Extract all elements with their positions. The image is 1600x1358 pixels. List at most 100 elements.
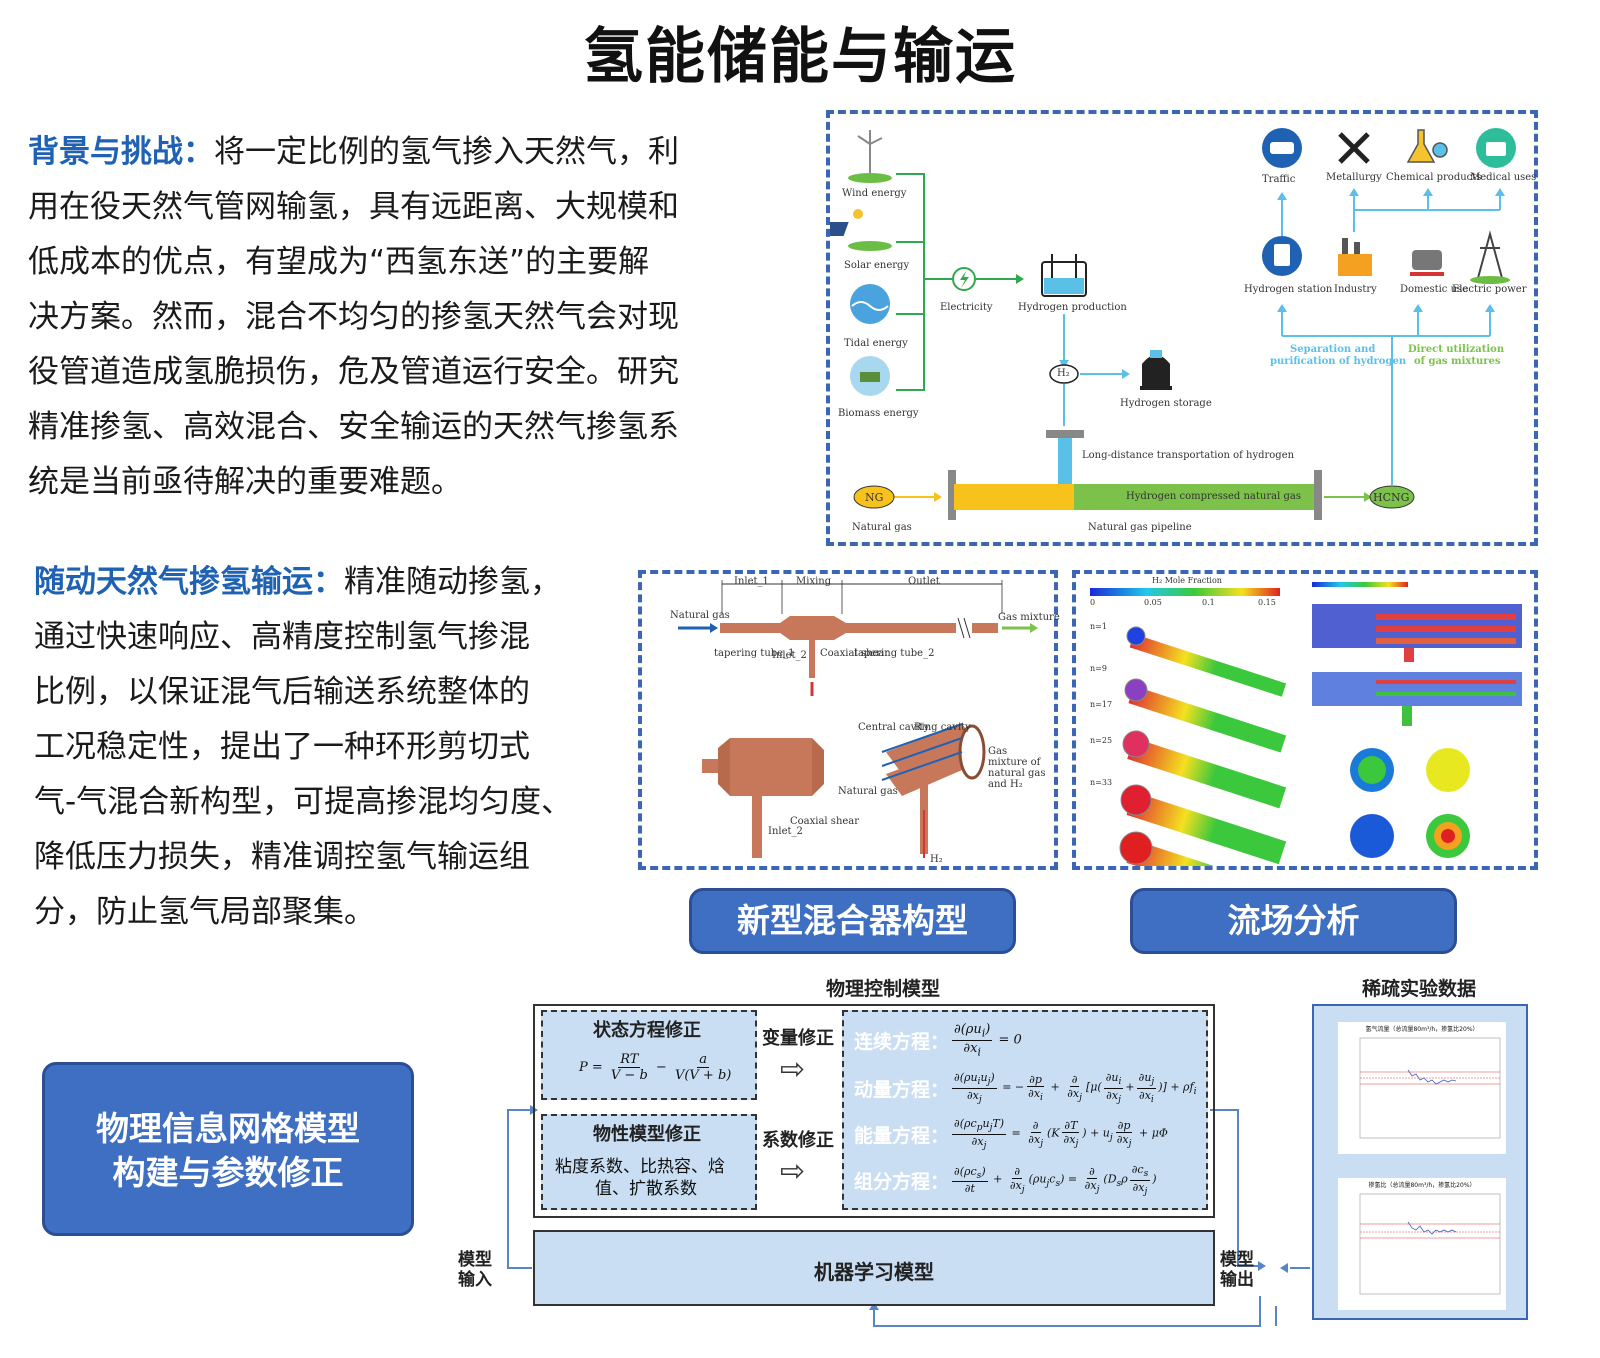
hydrogen-chain-diagram: Wind energy Solar energy Tidal energy Bi…	[826, 110, 1538, 546]
row-label: n=33	[1090, 778, 1113, 787]
energy-equation: 能量方程： ∂(ρcpujT)∂xj = ∂∂xj(K∂T∂xj) + uj∂p…	[854, 1117, 1168, 1151]
row-label: n=9	[1090, 664, 1107, 673]
separation-label: Separation and	[1290, 344, 1376, 355]
row-label: n=17	[1090, 700, 1113, 709]
central-cavity-label: Central cavity	[858, 722, 930, 733]
metallurgy-icon	[1338, 132, 1370, 164]
section-label: Inlet_1	[734, 576, 769, 587]
colorbar-title: H₂ Mole Fraction	[1152, 576, 1222, 585]
row-label: n=25	[1090, 736, 1113, 745]
flow-analysis-button[interactable]: 流场分析	[1130, 888, 1457, 954]
source-label: Solar energy	[844, 260, 910, 271]
model-flow-lines	[507, 1105, 1310, 1327]
ng-label: Natural gas	[852, 522, 912, 533]
ml-model-box[interactable]: 机器学习模型	[533, 1230, 1215, 1306]
momentum-equation: 动量方程： ∂(ρuiuj)∂xj = −∂p∂xi + ∂∂xj[μ(∂ui∂…	[854, 1071, 1197, 1105]
h2-storage-label: Hydrogen storage	[1120, 398, 1212, 409]
experimental-data-panel: 氢气流量（总流量80m³/h，掺氢比20%） 掺氢比（总流量80m³/h，掺氢比…	[1312, 1004, 1528, 1320]
gas-mixture-full-label: Gas mixture of natural gas and H₂	[988, 746, 1046, 790]
source-label: Biomass energy	[838, 408, 919, 419]
use-label: Domestic use	[1400, 284, 1469, 295]
transport-label: Long-distance transportation of hydrogen	[1082, 450, 1295, 461]
direct-label-2: of gas mixtures	[1414, 356, 1501, 367]
wind-icon	[848, 130, 892, 183]
model-build-button[interactable]: 物理信息网格模型 构建与参数修正	[42, 1062, 414, 1236]
use-label: Metallurgy	[1326, 172, 1382, 183]
transport-heading: 随动天然气掺氢输运：	[34, 564, 344, 600]
background-heading: 背景与挑战：	[28, 134, 214, 170]
pipe-row	[1119, 831, 1287, 866]
industry-icon	[1338, 238, 1372, 276]
ng-node	[853, 485, 895, 509]
physics-model-title: 物理控制模型	[826, 978, 941, 1000]
species-equation: 组分方程： ∂(ρcs)∂t + ∂∂xj(ρujcs) = ∂∂xj(Dsρ∂…	[854, 1163, 1157, 1197]
h2-label: H₂	[930, 854, 943, 865]
flow-field-diagram: H₂ Mole Fraction 0 0.05 0.1 0.15 n=1 n=9…	[1072, 570, 1538, 870]
arrow-right-icon: ⇨	[780, 1052, 806, 1087]
property-model-text: 粘度系数、比热容、焓 值、扩散系数	[555, 1157, 725, 1199]
use-label: Industry	[1334, 284, 1377, 295]
background-paragraph: 背景与挑战：将一定比例的氢气掺入天然气，利 用在役天然气管网输氢，具有远距离、大…	[28, 134, 679, 500]
electricity-label: Electricity	[940, 302, 993, 313]
arrow-right-icon: ⇨	[780, 1154, 806, 1189]
tapering2-label: tapering tube_2	[854, 648, 935, 659]
flow-field-graphics	[1090, 582, 1522, 866]
natural-gas-label: Natural gas	[670, 610, 730, 621]
section-label: Mixing	[796, 576, 832, 587]
page-title: 氢能储能与输运	[583, 22, 1017, 92]
use-label: Chemical products	[1386, 172, 1482, 183]
h2-production-label: Hydrogen production	[1018, 302, 1127, 313]
use-label: Hydrogen station	[1244, 284, 1333, 295]
continuity-equation: 连续方程： ∂(ρui)∂xi = 0	[854, 1021, 1022, 1059]
separation-label-2: purification of hydrogen	[1270, 356, 1407, 367]
pipe-row	[1126, 626, 1287, 697]
property-model-title: 物性模型修正	[593, 1124, 701, 1145]
pipe-row	[1124, 678, 1287, 753]
hydrogen-chain-graphics	[830, 128, 1516, 520]
ng-node-label: NG	[865, 491, 884, 504]
ml-model-label: 机器学习模型	[814, 1260, 934, 1284]
physics-model-box	[533, 1004, 1215, 1218]
domestic-icon	[1410, 250, 1444, 276]
coefficient-fix-label: 系数修正	[762, 1130, 834, 1151]
governing-equations-box: 连续方程： ∂(ρui)∂xi = 0 动量方程： ∂(ρuiuj)∂xj = …	[842, 1010, 1208, 1210]
inlet2-label-2: Inlet_2	[768, 826, 803, 837]
h2-node-label: H₂	[1057, 368, 1070, 379]
pipe-row	[1120, 784, 1287, 865]
coaxial-label-2: Coaxial shear	[790, 816, 860, 827]
state-equation-title: 状态方程修正	[593, 1020, 701, 1041]
variable-fix-label: 变量修正	[762, 1028, 834, 1049]
exp-chart-1: 氢气流量（总流量80m³/h，掺氢比20%）	[1338, 1022, 1506, 1154]
hydrogen-storage-icon	[1140, 350, 1172, 390]
biomass-icon	[850, 356, 890, 396]
section-label: Outlet	[908, 576, 940, 587]
electrolyzer-icon	[1041, 254, 1087, 297]
sparse-data-title: 稀疏实验数据	[1362, 978, 1477, 1000]
source-label: Wind energy	[842, 188, 907, 199]
pipeline-label: Natural gas pipeline	[1088, 522, 1192, 533]
hcng-band-label: Hydrogen compressed natural gas	[1126, 491, 1301, 502]
tidal-icon	[850, 284, 890, 324]
exp-chart-2: 掺氢比（总流量80m³/h，掺氢比20%）	[1338, 1178, 1506, 1310]
h2-node	[1049, 364, 1079, 384]
coaxial-label: Coaxial shear	[820, 648, 890, 659]
inlet2-label: Inlet_2	[772, 650, 807, 661]
mixer-config-button[interactable]: 新型混合器构型	[689, 888, 1016, 954]
use-label: Traffic	[1262, 174, 1296, 185]
use-label: Electric power	[1452, 284, 1527, 295]
chemical-icon	[1406, 129, 1448, 163]
transport-paragraph: 随动天然气掺氢输运：精准随动掺氢， 通过快速响应、高精度控制氢气掺混 比例，以保…	[34, 564, 573, 930]
source-label: Tidal energy	[844, 338, 908, 349]
model-output-label: 模型 输出	[1220, 1250, 1254, 1290]
use-label: Medical uses	[1470, 172, 1537, 183]
natural-gas-label-2: Natural gas	[838, 786, 898, 797]
pipe-row	[1122, 730, 1287, 809]
solar-icon	[830, 209, 892, 251]
property-model-box: 物性模型修正 粘度系数、比热容、焓 值、扩散系数	[541, 1114, 757, 1210]
gas-mixture-label: Gas mixture	[998, 612, 1060, 623]
ring-cavity-label: Ring cavity	[914, 722, 971, 733]
tapering1-label: tapering tube_1	[714, 648, 795, 659]
direct-label: Direct utilization	[1408, 344, 1505, 355]
